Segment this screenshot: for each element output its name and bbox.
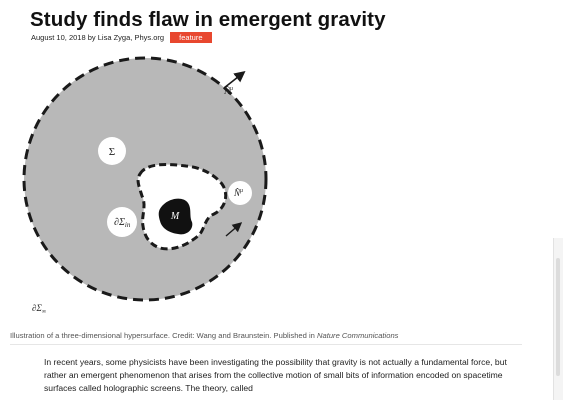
- author-name[interactable]: Lisa Zyga: [97, 33, 131, 42]
- source-name: Phys.org: [134, 33, 165, 42]
- normal-inner-label-bubble: [228, 181, 252, 205]
- normal-inner-superscript: μ: [240, 188, 243, 194]
- inner-normal-arrow: [225, 222, 243, 237]
- figure-caption: Illustration of a three-dimensional hype…: [10, 331, 398, 340]
- normal-outer-superscript: μ: [230, 86, 233, 92]
- article-byline: August 10, 2018 by Lisa Zyga, Phys.org f…: [31, 32, 212, 43]
- hypersurface-diagram: Σ M ∂Σin N̂μ N̂μ ∂Σ∞: [22, 56, 268, 315]
- caption-text: Illustration of a three-dimensional hype…: [10, 331, 318, 340]
- article-title: Study finds flaw in emergent gravity: [30, 8, 386, 31]
- sigma-out-subscript: ∞: [42, 309, 47, 315]
- normal-inner-label: N̂μ: [233, 188, 243, 198]
- publish-date: August 10, 2018: [31, 33, 86, 42]
- hypersurface-illustration: Σ M ∂Σin N̂μ N̂μ ∂Σ∞: [0, 46, 300, 326]
- normal-outer-label: N̂μ: [223, 86, 233, 96]
- caption-journal: Nature Communications: [317, 331, 399, 340]
- sigma-in-symbol: ∂Σ: [114, 217, 125, 228]
- outer-normal-arrow: [223, 71, 246, 89]
- sigma-out-label: ∂Σ∞: [32, 303, 47, 315]
- normal-inner-symbol: N̂: [233, 188, 241, 198]
- sigma-in-label: ∂Σin: [114, 217, 131, 229]
- sigma-out-symbol: ∂Σ: [32, 303, 42, 313]
- article-body: In recent years, some physicists have be…: [44, 357, 507, 394]
- scrollbar-thumb[interactable]: [556, 258, 560, 376]
- sigma-label-bubble: [98, 137, 126, 165]
- feature-tag[interactable]: feature: [170, 32, 212, 43]
- sigma-label: Σ: [109, 146, 115, 158]
- mass-label: M: [170, 211, 180, 222]
- normal-outer-symbol: N̂: [223, 86, 231, 96]
- sigma-in-label-bubble: [107, 207, 137, 237]
- mass-blob: [158, 198, 193, 235]
- byline-by: by: [87, 33, 96, 42]
- caption-divider: [10, 344, 522, 345]
- sigma-in-subscript: in: [125, 221, 131, 229]
